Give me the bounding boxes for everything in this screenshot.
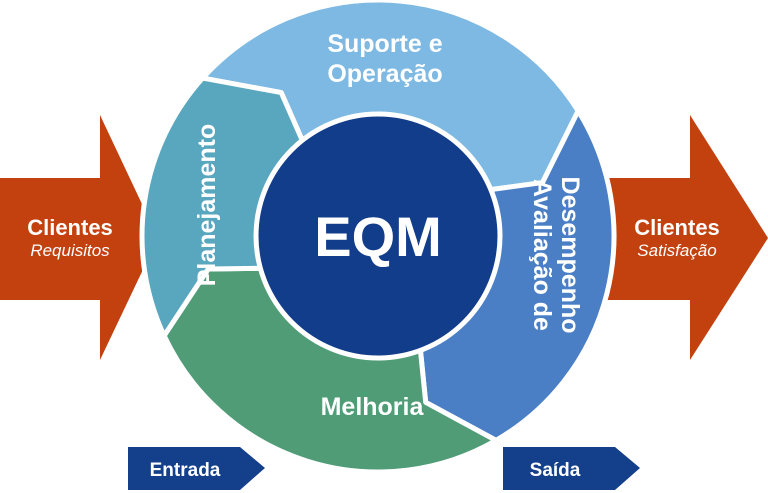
center-label: EQM (314, 205, 442, 268)
entrada-label: Entrada (150, 460, 221, 481)
input-title: Clientes (27, 215, 113, 240)
input-arrow (0, 115, 158, 360)
center-circle (253, 111, 503, 361)
saida-arrow (503, 447, 640, 490)
avaliacao-label-2: Desempenho (556, 177, 584, 334)
input-subtitle: Requisitos (30, 241, 110, 260)
output-arrow (590, 115, 768, 360)
planejamento-label: Planejamento (193, 124, 221, 287)
output-subtitle: Satisfação (637, 241, 716, 260)
suporte-label-2: Operação (327, 60, 442, 88)
melhoria-label: Melhoria (321, 393, 425, 421)
saida-label: Saída (530, 460, 581, 481)
avaliacao-label-1: Avaliação de (528, 179, 556, 331)
entrada-arrow (128, 447, 265, 490)
suporte-label-1: Suporte e (327, 30, 442, 58)
output-title: Clientes (634, 215, 720, 240)
